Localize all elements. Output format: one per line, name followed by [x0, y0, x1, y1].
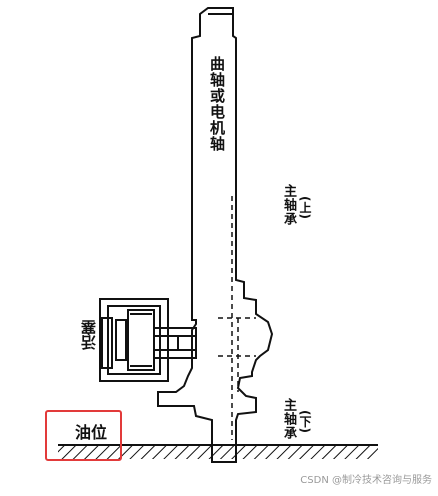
upper-bearing-label: 主轴承: [281, 184, 296, 226]
piston-assembly: [99, 298, 197, 382]
lower-bearing-sub-label: (下): [298, 410, 312, 433]
lower-bearing-label: 主轴承: [281, 398, 296, 440]
upper-bearing-sub-label: (上): [298, 196, 312, 219]
oil-level-label: 油位: [75, 423, 108, 442]
oil-level-highlight-box: [45, 410, 122, 461]
shaft-label: 曲轴或电机轴: [208, 56, 226, 152]
piston-label: 活塞: [80, 320, 98, 350]
shaft-dashes: [218, 196, 256, 440]
watermark: CSDN @制冷技术咨询与服务: [300, 475, 432, 486]
oil-ground: [58, 444, 378, 459]
